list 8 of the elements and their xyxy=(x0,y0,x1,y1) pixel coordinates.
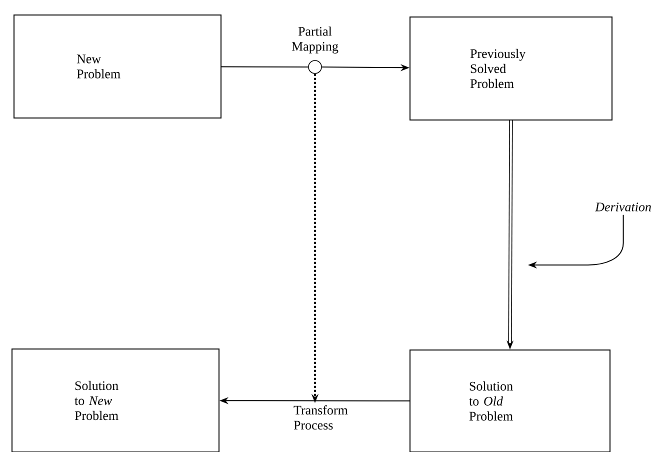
junction-circle xyxy=(308,60,322,74)
node-caption: Partial Mapping xyxy=(292,26,338,54)
annotation-text: Derivation xyxy=(595,202,651,212)
process-box: Solution to New Problem xyxy=(12,348,220,452)
edge-label: Transform Process xyxy=(294,405,348,430)
process-box: Previously Solved Problem xyxy=(410,16,612,120)
process-box: New Problem xyxy=(14,14,222,118)
process-box: Solution to Old Problem xyxy=(410,350,610,452)
